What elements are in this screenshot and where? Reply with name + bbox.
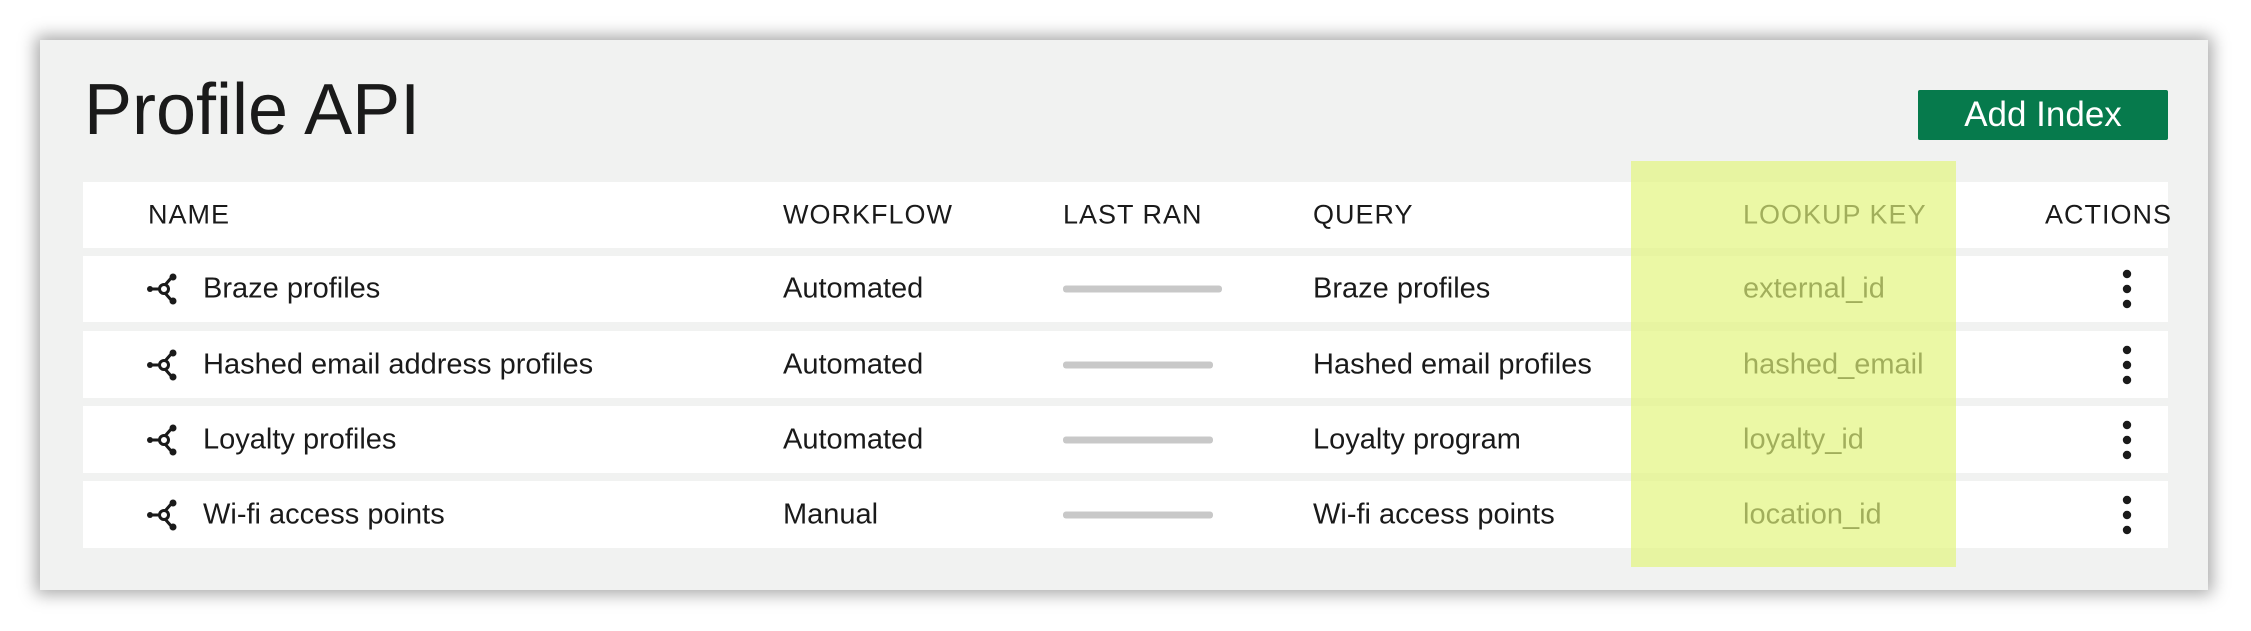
table-row[interactable]: Loyalty profiles Automated Loyalty progr… bbox=[83, 406, 2168, 473]
row-name[interactable]: Loyalty profiles bbox=[203, 423, 397, 455]
row-workflow: Automated bbox=[783, 272, 924, 305]
row-query: Loyalty program bbox=[1313, 423, 1521, 455]
table-row[interactable]: Wi-fi access points Manual Wi-fi access … bbox=[83, 481, 2168, 548]
column-header-name[interactable]: NAME bbox=[148, 199, 231, 230]
column-header-query[interactable]: QUERY bbox=[1313, 199, 1414, 230]
row-lookup-key: hashed_email bbox=[1743, 348, 1924, 380]
column-header-actions: ACTIONS bbox=[2045, 199, 2173, 230]
row-name[interactable]: Hashed email address profiles bbox=[203, 348, 594, 380]
column-header-lookup-key[interactable]: LOOKUP KEY bbox=[1743, 199, 1927, 230]
kebab-menu-icon[interactable] bbox=[2117, 420, 2137, 460]
row-workflow: Automated bbox=[783, 423, 924, 455]
last-ran-placeholder-bar bbox=[1063, 285, 1222, 293]
add-index-button[interactable]: Add Index bbox=[1918, 90, 2168, 140]
table-row[interactable]: Hashed email address profiles Automated … bbox=[83, 331, 2168, 398]
profile-api-panel: Profile API Add Index NAME WORKFLOW LAST… bbox=[40, 40, 2208, 590]
row-workflow: Automated bbox=[783, 348, 924, 380]
table-header: NAME WORKFLOW LAST RAN QUERY LOOKUP KEY … bbox=[83, 182, 2171, 248]
row-query: Braze profiles bbox=[1313, 272, 1491, 305]
network-node-icon bbox=[147, 273, 177, 305]
row-lookup-key: loyalty_id bbox=[1743, 423, 1864, 455]
last-ran-placeholder-bar bbox=[1063, 436, 1213, 443]
row-query: Hashed email profiles bbox=[1313, 348, 1592, 380]
column-header-workflow[interactable]: WORKFLOW bbox=[783, 199, 953, 230]
page-title: Profile API bbox=[84, 70, 421, 150]
network-node-icon bbox=[147, 424, 177, 455]
row-lookup-key: external_id bbox=[1743, 272, 1885, 305]
kebab-menu-icon[interactable] bbox=[2117, 269, 2137, 309]
column-header-last-ran[interactable]: LAST RAN bbox=[1063, 199, 1203, 230]
row-lookup-key: location_id bbox=[1743, 498, 1882, 530]
last-ran-placeholder-bar bbox=[1063, 361, 1213, 368]
row-workflow: Manual bbox=[783, 498, 879, 530]
row-name[interactable]: Wi-fi access points bbox=[203, 498, 445, 530]
network-node-icon bbox=[147, 499, 177, 530]
kebab-menu-icon[interactable] bbox=[2117, 495, 2137, 535]
network-node-icon bbox=[147, 349, 177, 380]
kebab-menu-icon[interactable] bbox=[2117, 345, 2137, 385]
row-query: Wi-fi access points bbox=[1313, 498, 1555, 530]
last-ran-placeholder-bar bbox=[1063, 511, 1213, 518]
row-name[interactable]: Braze profiles bbox=[203, 272, 381, 305]
table-row[interactable]: Braze profiles Automated Braze profiles … bbox=[83, 256, 2168, 322]
